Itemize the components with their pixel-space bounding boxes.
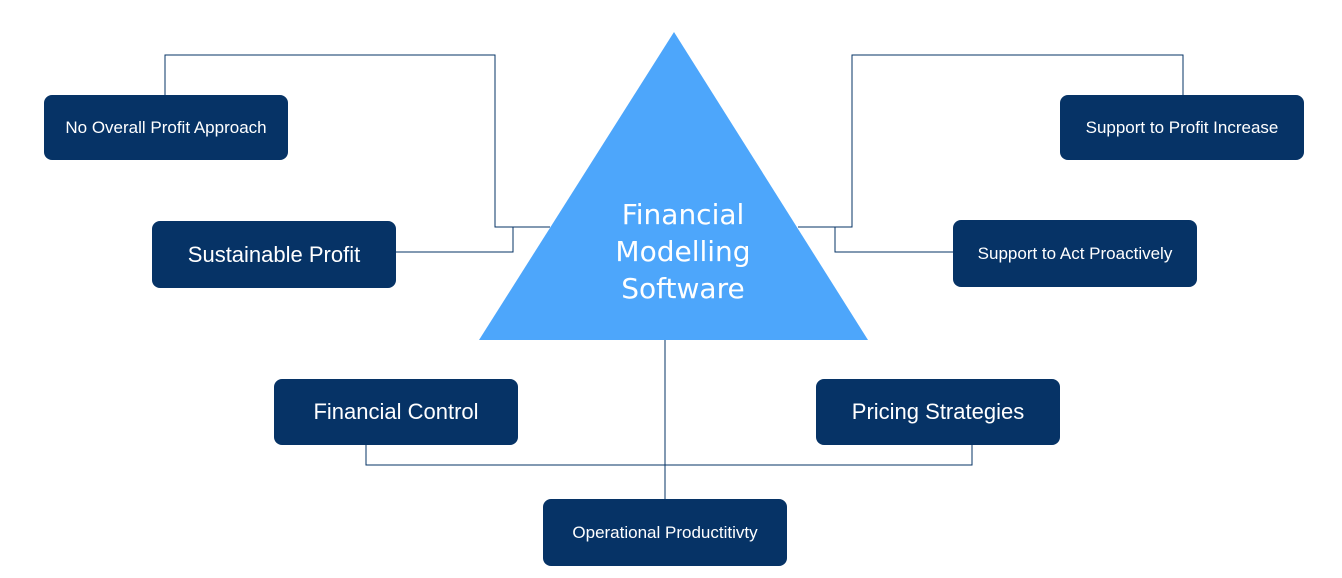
box-no-overall-profit-approach: No Overall Profit Approach <box>44 95 288 160</box>
connector-bottom-bar <box>365 445 973 466</box>
center-title: Financial Modelling Software <box>583 196 783 307</box>
center-title-line-2: Modelling <box>615 235 751 268</box>
center-triangle <box>479 32 868 340</box>
box-label: Pricing Strategies <box>851 399 1025 424</box>
box-sustainable-profit: Sustainable Profit <box>152 221 396 288</box>
box-label: Support to Profit Increase <box>1085 117 1279 137</box>
box-label: Support to Act Proactively <box>977 243 1173 263</box>
box-label: Operational Productitivty <box>572 522 758 542</box>
center-title-line-3: Software <box>621 272 745 305</box>
box-support-to-profit-increase: Support to Profit Increase <box>1060 95 1304 160</box>
connector-sustainable-profit <box>396 227 514 253</box>
box-label: Financial Control <box>313 399 479 424</box>
box-label: Sustainable Profit <box>187 241 361 267</box>
box-operational-productivity: Operational Productitivty <box>543 499 787 566</box>
connector-support-act-proactively <box>834 227 953 253</box>
box-support-to-act-proactively: Support to Act Proactively <box>953 220 1197 287</box>
center-title-line-1: Financial <box>621 198 745 231</box>
box-pricing-strategies: Pricing Strategies <box>816 379 1060 445</box>
box-label: No Overall Profit Approach <box>65 117 267 137</box>
connector-support-profit-increase <box>798 54 1184 228</box>
box-financial-control: Financial Control <box>274 379 518 445</box>
